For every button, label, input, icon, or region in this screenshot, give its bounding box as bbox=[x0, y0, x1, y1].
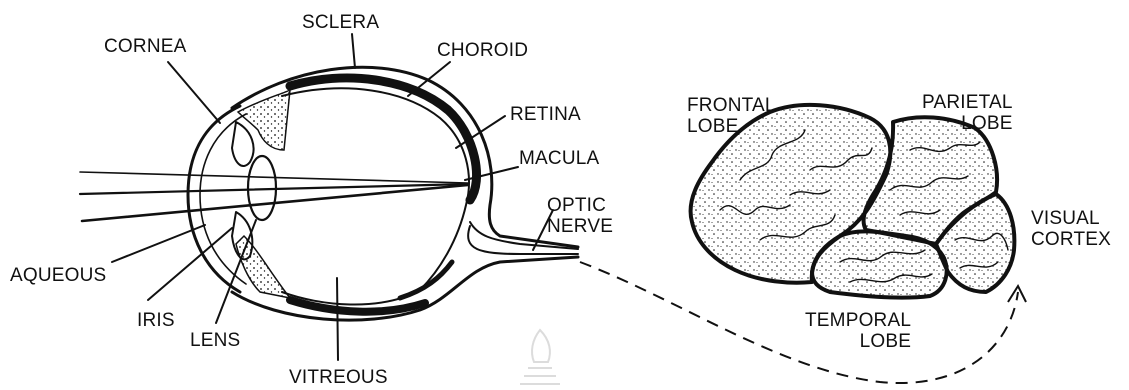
label-visual-cortex-line2: CORTEX bbox=[1031, 229, 1111, 250]
light-ray-mid bbox=[80, 184, 468, 194]
label-cornea: CORNEA bbox=[104, 36, 187, 57]
ciliary-body-lower bbox=[236, 236, 290, 298]
label-temporal-lobe-line1: TEMPORAL bbox=[805, 310, 911, 331]
label-optic-nerve-line1: OPTIC bbox=[547, 195, 613, 216]
label-sclera: SCLERA bbox=[302, 12, 379, 33]
cornea-outline bbox=[188, 106, 240, 292]
label-parietal-lobe: PARIETAL LOBE bbox=[922, 92, 1013, 134]
watermark-figure bbox=[520, 330, 560, 384]
label-visual-cortex-line1: VISUAL bbox=[1031, 208, 1111, 229]
leader-aqueous bbox=[112, 225, 205, 262]
retina-lower-band bbox=[400, 262, 452, 298]
label-macula: MACULA bbox=[519, 148, 599, 169]
label-frontal-lobe-line1: FRONTAL bbox=[687, 95, 776, 116]
label-temporal-lobe: TEMPORAL LOBE bbox=[805, 310, 911, 352]
leader-choroid bbox=[408, 62, 450, 96]
label-choroid: CHOROID bbox=[437, 40, 528, 61]
label-optic-nerve: OPTIC NERVE bbox=[547, 195, 613, 237]
cornea-inner bbox=[200, 114, 246, 284]
label-parietal-lobe-line2: LOBE bbox=[922, 113, 1013, 134]
temporal-lobe bbox=[812, 231, 947, 297]
label-vitreous: VITREOUS bbox=[289, 367, 388, 388]
label-temporal-lobe-line2: LOBE bbox=[805, 331, 911, 352]
leader-cornea bbox=[168, 62, 220, 123]
label-visual-cortex: VISUAL CORTEX bbox=[1031, 208, 1111, 250]
iris-upper bbox=[232, 122, 254, 166]
label-aqueous: AQUEOUS bbox=[10, 265, 106, 286]
label-lens: LENS bbox=[190, 330, 240, 351]
label-iris: IRIS bbox=[137, 310, 175, 331]
label-parietal-lobe-line1: PARIETAL bbox=[922, 92, 1013, 113]
label-retina: RETINA bbox=[510, 104, 581, 125]
leader-iris bbox=[148, 228, 232, 300]
label-optic-nerve-line2: NERVE bbox=[547, 216, 613, 237]
leader-sclera bbox=[352, 34, 355, 68]
choroid-band-lower bbox=[290, 300, 425, 312]
leader-vitreous bbox=[337, 278, 338, 360]
label-frontal-lobe-line2: LOBE bbox=[687, 116, 776, 137]
light-rays bbox=[80, 172, 468, 221]
label-frontal-lobe: FRONTAL LOBE bbox=[687, 95, 776, 137]
